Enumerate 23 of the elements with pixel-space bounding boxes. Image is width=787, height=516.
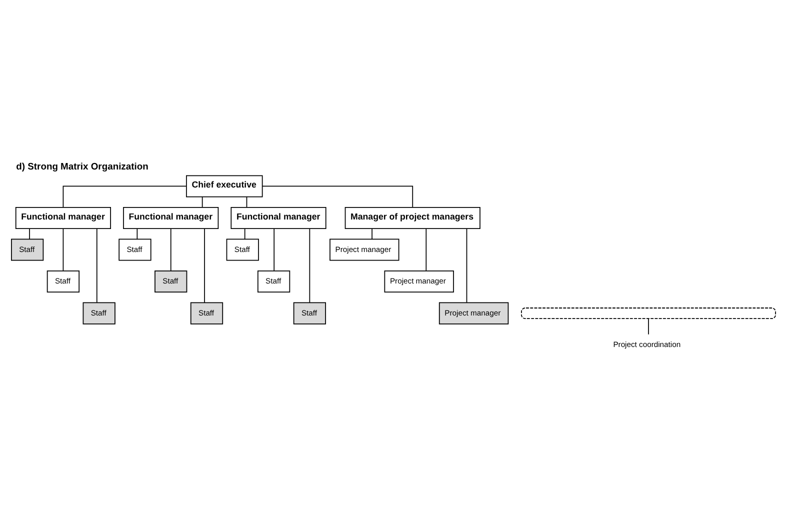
connector [244,228,246,240]
connector [62,228,64,272]
connector [62,186,187,208]
diagram-title: d) Strong Matrix Organization [16,160,148,172]
connector [309,228,310,303]
node-box: Manager of project managers [344,206,480,230]
connector [648,318,649,335]
connector [274,228,275,272]
connector [202,196,203,208]
connector [29,228,30,240]
node-box: Functional manager [123,206,219,230]
connector [204,228,205,303]
node-box: Chief executive [186,175,263,198]
connector [246,196,248,208]
connector [426,228,427,272]
connector [466,228,468,303]
connector [262,186,414,208]
connector [96,228,98,303]
connector [136,228,138,240]
node-box [521,308,776,320]
node-box: Functional manager [15,206,111,230]
node-box: Functional manager [230,206,326,230]
connector [170,228,172,272]
